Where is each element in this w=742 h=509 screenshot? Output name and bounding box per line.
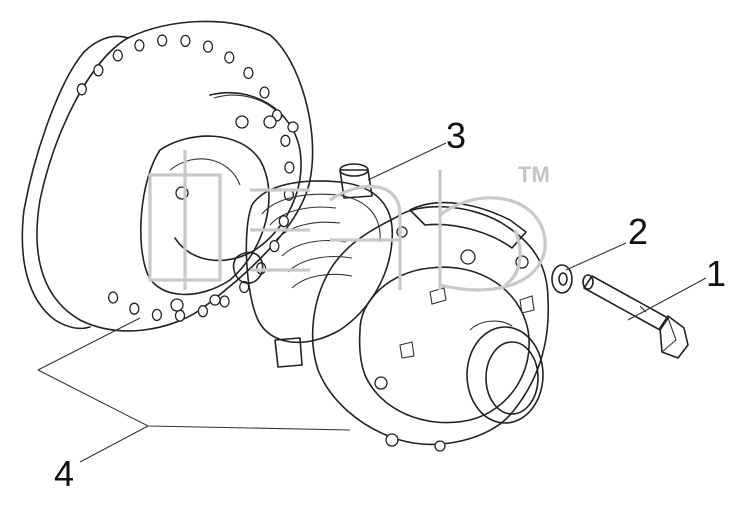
disc-hole: [151, 308, 163, 322]
disc-hole: [278, 215, 289, 228]
disc-hole: [280, 134, 291, 147]
disc-hole: [202, 40, 214, 53]
disc-hole: [112, 49, 123, 62]
disc-hole: [224, 51, 235, 64]
washer: [551, 264, 573, 294]
disc-hole: [174, 309, 186, 322]
watermark-letters: [148, 150, 547, 292]
disc-hole: [76, 83, 87, 96]
watermark-tm: TM: [518, 162, 550, 187]
brake-disc: [21, 20, 314, 332]
disc-hole: [243, 66, 254, 80]
hub-housing: [311, 201, 550, 452]
disc-hole: [107, 291, 119, 304]
disc-hole: [93, 64, 104, 77]
disc-hole: [269, 239, 280, 253]
disc-hole: [157, 34, 168, 47]
disc-hole: [180, 34, 191, 48]
callout-1: 1: [706, 253, 726, 294]
disc-hole: [284, 161, 295, 174]
callout-3: 3: [446, 115, 466, 156]
disc-hole: [129, 302, 140, 315]
disc-hole: [134, 39, 145, 52]
disc-hole: [259, 86, 270, 99]
disc-hole: [219, 295, 230, 308]
callout-2: 2: [628, 211, 648, 252]
callout-4: 4: [54, 453, 74, 494]
disc-hole: [197, 305, 209, 318]
leader-lines: [37, 142, 707, 463]
